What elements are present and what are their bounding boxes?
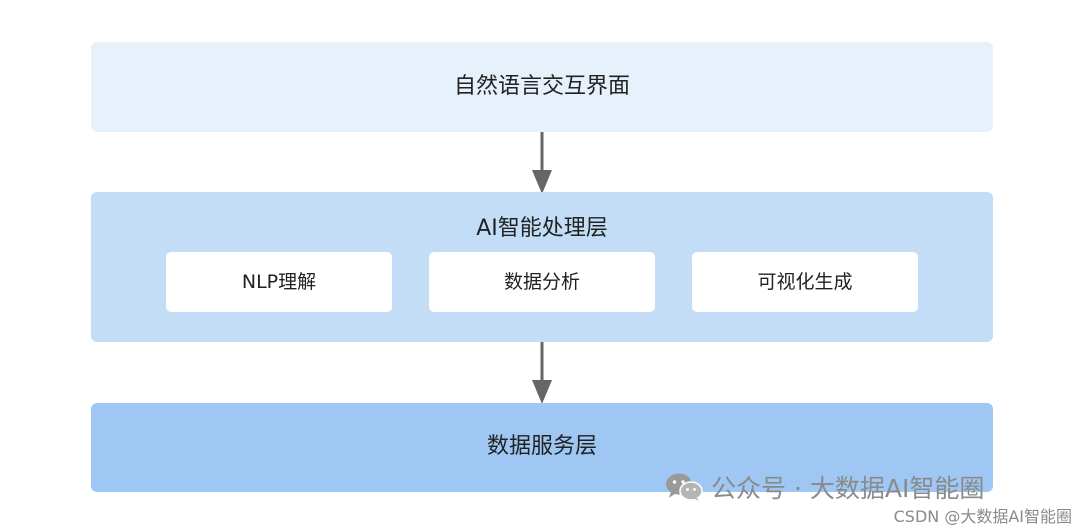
layer-title-top: 自然语言交互界面 xyxy=(453,74,630,99)
wechat-icon xyxy=(666,473,703,501)
module-data-analysis: 数据分析 xyxy=(429,252,655,312)
csdn-watermark: CSDN @大数据AI智能圈 xyxy=(893,507,1072,526)
wechat-watermark: 公众号 · 大数据AI智能圈 xyxy=(665,470,984,504)
module-nlp: NLP理解 xyxy=(166,252,392,312)
ai-processing-layer: AI智能处理层 NLP理解 数据分析 可视化生成 xyxy=(91,192,993,342)
layer-title-bottom: 数据服务层 xyxy=(486,434,597,459)
natural-language-interface-layer: 自然语言交互界面 xyxy=(91,42,993,132)
watermark-text: 公众号 · 大数据AI智能圈 xyxy=(711,474,985,503)
data-service-layer: 数据服务层 xyxy=(91,403,993,492)
down-arrow-icon xyxy=(532,132,552,194)
down-arrow-icon xyxy=(532,342,552,404)
layer-title-middle: AI智能处理层 xyxy=(476,216,608,241)
module-visualization: 可视化生成 xyxy=(692,252,918,312)
